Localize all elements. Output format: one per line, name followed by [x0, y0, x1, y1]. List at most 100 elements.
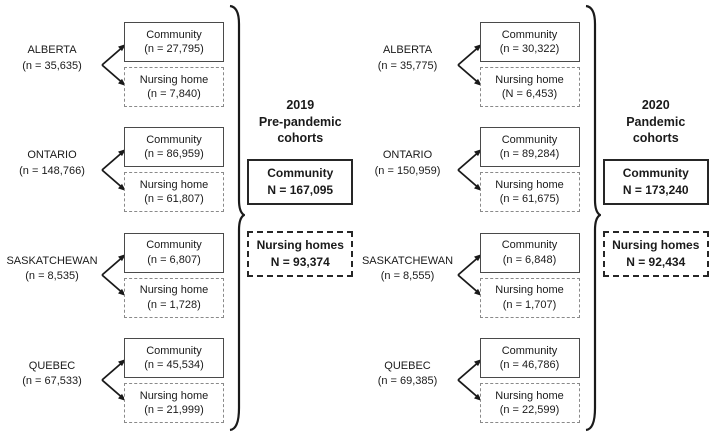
nursing-home-node: Nursing home (N = 6,453)	[479, 67, 580, 107]
community-node: Community (n = 30,322)	[479, 22, 580, 62]
province-n: (n = 67,533)	[22, 375, 82, 388]
panel-2020: ALBERTA (n = 35,775) Community (n = 30,3…	[356, 0, 711, 436]
community-node-label: Community	[146, 28, 202, 41]
nursing-home-node: Nursing home (n = 61,807)	[124, 172, 224, 213]
province-group-alberta: ALBERTA (n = 35,635) Community (n = 27,7…	[0, 22, 227, 107]
province-label: ONTARIO (n = 150,959)	[356, 148, 460, 179]
nursing-node-n: (n = 1,728)	[147, 298, 201, 311]
nursing-home-node: Nursing home (n = 1,728)	[124, 277, 224, 318]
nursing-node-n: (n = 1,707)	[502, 298, 557, 311]
community-node: Community (n = 6,848)	[479, 232, 580, 273]
province-group-saskatchewan: SASKATCHEWAN (n = 8,535) Community (n = …	[0, 232, 227, 318]
province-name: ALBERTA	[382, 44, 433, 57]
province-group-alberta: ALBERTA (n = 35,775) Community (n = 30,3…	[356, 22, 583, 107]
outcome-boxes: Community (n = 30,322) Nursing home (N =…	[479, 22, 580, 107]
province-name: QUEBEC	[28, 360, 76, 373]
nursing-node-label: Nursing home	[139, 73, 209, 86]
summary-column-2019: 2019 Pre-pandemic cohorts Community N = …	[245, 0, 356, 436]
province-n: (n = 8,555)	[380, 270, 435, 283]
nursing-node-label: Nursing home	[495, 73, 564, 86]
province-label: SASKATCHEWAN (n = 8,555)	[356, 254, 460, 285]
nursing-home-node: Nursing home (n = 22,599)	[479, 382, 580, 423]
community-node-n: (n = 86,959)	[144, 148, 204, 161]
community-node-n: (n = 6,807)	[147, 253, 201, 266]
right-brace-icon	[585, 4, 601, 432]
outcome-boxes: Community (n = 89,284) Nursing home (n =…	[479, 127, 580, 213]
cohort-year: 2020	[641, 98, 670, 112]
community-node-n: (n = 45,534)	[144, 358, 204, 371]
province-n: (n = 150,959)	[374, 164, 441, 177]
nursing-node-n: (N = 6,453)	[501, 88, 558, 100]
province-label: QUEBEC (n = 67,533)	[0, 359, 104, 390]
province-label: ONTARIO (n = 148,766)	[0, 148, 104, 179]
province-label: SASKATCHEWAN (n = 8,535)	[0, 254, 104, 285]
nursing-node-n: (n = 21,999)	[144, 403, 204, 416]
community-node-label: Community	[146, 344, 202, 357]
community-node: Community (n = 27,795)	[124, 22, 224, 62]
province-name: ALBERTA	[27, 44, 77, 57]
community-total-box: Community N = 173,240	[602, 158, 709, 205]
province-name: ONTARIO	[382, 149, 433, 162]
nursing-total-value: N = 92,434	[626, 254, 686, 269]
community-node-label: Community	[146, 239, 202, 252]
community-node-label: Community	[501, 344, 558, 357]
community-node-n: (n = 30,322)	[499, 43, 560, 55]
province-group-quebec: QUEBEC (n = 67,533) Community (n = 45,53…	[0, 337, 227, 423]
province-flow-column: ALBERTA (n = 35,775) Community (n = 30,3…	[356, 0, 583, 436]
province-group-ontario: ONTARIO (n = 148,766) Community (n = 86,…	[0, 127, 227, 213]
outcome-boxes: Community (n = 6,807) Nursing home (n = …	[124, 232, 224, 318]
nursing-total-label: Nursing homes	[256, 238, 344, 253]
nursing-node-label: Nursing home	[139, 389, 209, 402]
nursing-node-label: Nursing home	[495, 389, 564, 402]
community-node-label: Community	[501, 28, 558, 41]
province-name: SASKATCHEWAN	[361, 254, 454, 267]
province-n: (n = 35,635)	[22, 59, 82, 72]
nursing-node-n: (n = 61,807)	[144, 193, 204, 206]
nursing-node-label: Nursing home	[495, 179, 564, 192]
community-total-box: Community N = 167,095	[247, 158, 354, 205]
community-node: Community (n = 6,807)	[124, 232, 224, 273]
community-node-label: Community	[501, 239, 558, 252]
community-node-label: Community	[501, 134, 558, 147]
cohort-subtitle: Pre-pandemic cohorts	[258, 114, 342, 146]
nursing-node-n: (n = 22,599)	[499, 403, 560, 416]
community-node-n: (n = 46,786)	[499, 358, 560, 371]
outcome-boxes: Community (n = 46,786) Nursing home (n =…	[479, 337, 580, 423]
panel-2019: ALBERTA (n = 35,635) Community (n = 27,7…	[0, 0, 356, 436]
outcome-boxes: Community (n = 6,848) Nursing home (n = …	[479, 232, 580, 318]
nursing-home-node: Nursing home (n = 21,999)	[124, 382, 224, 423]
nursing-total-box: Nursing homes N = 93,374	[247, 230, 354, 277]
nursing-home-node: Nursing home (n = 61,675)	[479, 172, 580, 213]
cohort-header: 2020 Pandemic cohorts	[606, 97, 706, 147]
cohort-subtitle: Pandemic cohorts	[626, 114, 686, 146]
province-label: ALBERTA (n = 35,635)	[0, 43, 104, 74]
outcome-boxes: Community (n = 45,534) Nursing home (n =…	[124, 337, 224, 423]
province-label: ALBERTA (n = 35,775)	[356, 43, 460, 74]
community-node: Community (n = 46,786)	[479, 337, 580, 378]
brace-column	[583, 0, 601, 436]
province-name: QUEBEC	[384, 360, 431, 373]
nursing-home-node: Nursing home (n = 7,840)	[124, 67, 224, 107]
outcome-boxes: Community (n = 27,795) Nursing home (n =…	[124, 22, 224, 107]
community-total-value: N = 167,095	[267, 182, 334, 197]
province-group-saskatchewan: SASKATCHEWAN (n = 8,555) Community (n = …	[356, 232, 583, 318]
province-n: (n = 8,535)	[25, 270, 79, 283]
province-name: ONTARIO	[27, 149, 77, 162]
community-node: Community (n = 86,959)	[124, 127, 224, 168]
nursing-node-label: Nursing home	[495, 284, 564, 297]
community-total-value: N = 173,240	[622, 182, 689, 197]
outcome-boxes: Community (n = 86,959) Nursing home (n =…	[124, 127, 224, 213]
nursing-node-label: Nursing home	[139, 179, 209, 192]
nursing-node-n: (n = 61,675)	[499, 193, 560, 206]
brace-column	[227, 0, 245, 436]
community-node-n: (n = 6,848)	[502, 253, 557, 266]
community-node-n: (n = 27,795)	[144, 43, 204, 55]
nursing-node-n: (n = 7,840)	[147, 88, 201, 100]
community-node-label: Community	[146, 134, 202, 147]
nursing-total-value: N = 93,374	[270, 254, 330, 269]
right-brace-icon	[229, 4, 245, 432]
summary-column-2020: 2020 Pandemic cohorts Community N = 173,…	[601, 0, 711, 436]
province-label: QUEBEC (n = 69,385)	[356, 359, 460, 390]
province-group-quebec: QUEBEC (n = 69,385) Community (n = 46,78…	[356, 337, 583, 423]
